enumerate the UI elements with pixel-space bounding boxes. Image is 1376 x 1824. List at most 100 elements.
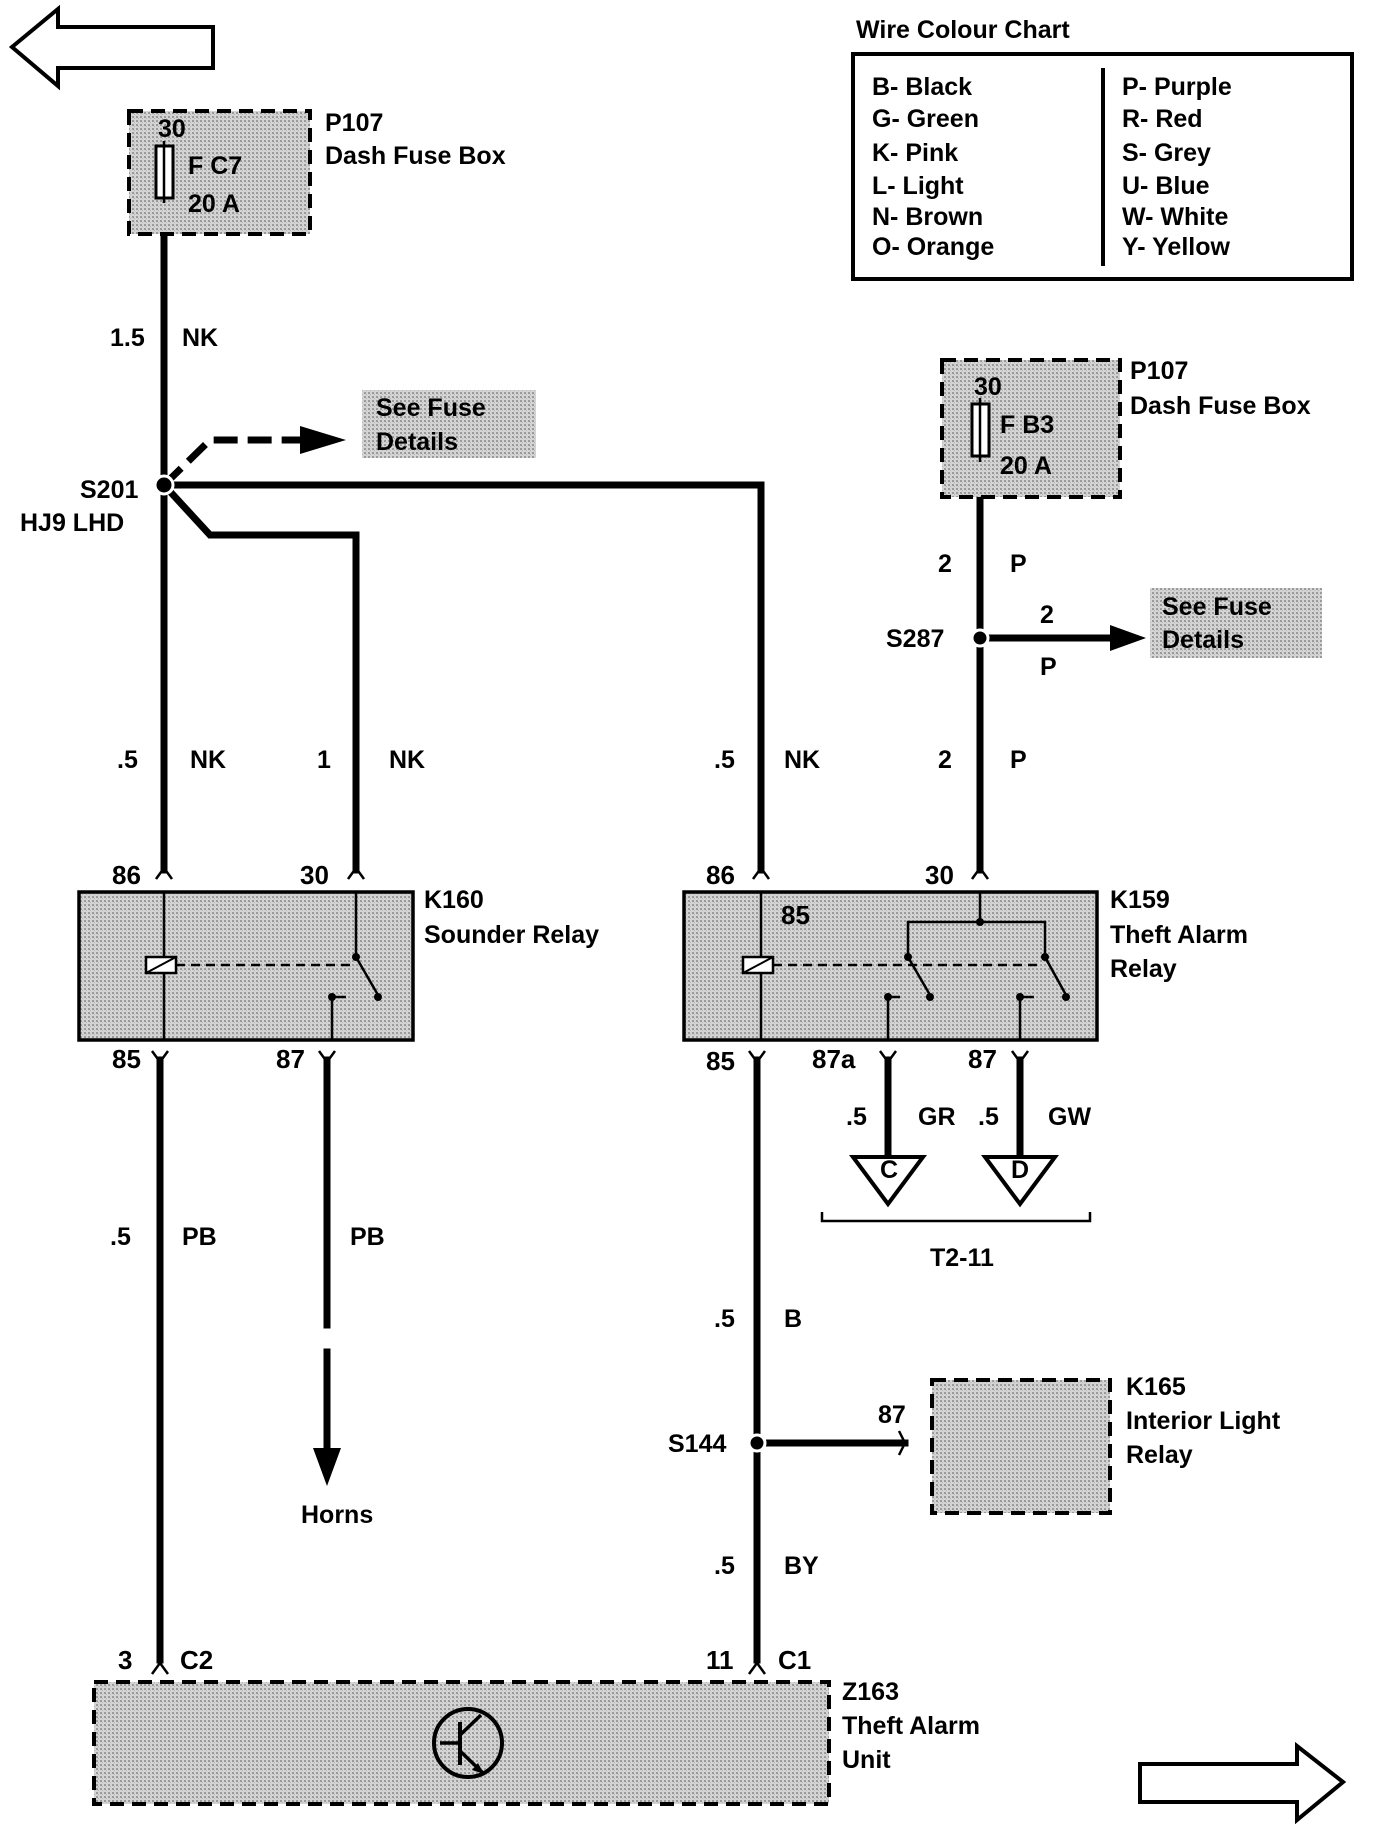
- wire-color: NK: [389, 746, 425, 774]
- wire-color: NK: [182, 324, 218, 352]
- wire-color: P: [1010, 550, 1027, 578]
- colour-entry: G- Green: [872, 105, 979, 133]
- see-fuse-details-1[interactable]: See Fuse Details: [362, 390, 536, 458]
- splice-id: S201: [80, 476, 138, 504]
- pin-label: 86: [112, 860, 141, 890]
- see-fuse-line1: See Fuse: [1162, 593, 1272, 621]
- wire-color: PB: [182, 1223, 217, 1251]
- colour-entry: W- White: [1122, 203, 1229, 231]
- component-id: K159: [1110, 886, 1170, 914]
- wire-color: NK: [190, 746, 226, 774]
- pin-label: 11: [706, 1645, 734, 1675]
- colour-entry: Y- Yellow: [1122, 233, 1230, 261]
- see-fuse-arrow-icon: [300, 426, 346, 454]
- pin-label: 85: [781, 900, 810, 930]
- splice-s144: [747, 1433, 767, 1453]
- next-page-arrow-icon[interactable]: [1138, 1741, 1347, 1824]
- colour-chart-title: Wire Colour Chart: [856, 16, 1070, 44]
- fuse-pin: 30: [974, 373, 1002, 401]
- component-name: Unit: [842, 1746, 891, 1774]
- pin-label: 30: [925, 860, 954, 890]
- colour-entry: R- Red: [1122, 105, 1203, 133]
- splice-id: S287: [886, 625, 944, 653]
- wire-size: 2: [938, 746, 952, 774]
- see-fuse-details-2[interactable]: See Fuse Details: [1150, 588, 1322, 658]
- component-id: Z163: [842, 1678, 899, 1706]
- horns-arrow-icon: [313, 1448, 341, 1486]
- wire-color: GW: [1048, 1103, 1091, 1131]
- wire-size: 1.5: [110, 324, 145, 352]
- component-name: Relay: [1110, 955, 1177, 983]
- connector-letter: C: [880, 1156, 898, 1184]
- pin-label: 3: [118, 1645, 132, 1675]
- pin-label: 85: [112, 1044, 141, 1074]
- fuse-number: F B3: [1000, 411, 1054, 439]
- fuse-number: F C7: [188, 152, 242, 180]
- pin-label: 87: [968, 1044, 997, 1074]
- fuse-rating: 20 A: [1000, 452, 1052, 480]
- wire-colour-chart: Wire Colour Chart B- Black G- Green K- P…: [851, 16, 1354, 281]
- component-name: Theft Alarm: [842, 1712, 980, 1740]
- horns-label: Horns: [301, 1501, 373, 1529]
- wire-color: B: [784, 1305, 802, 1333]
- splice-note: HJ9 LHD: [20, 509, 124, 537]
- wires: [156, 231, 1114, 1664]
- splice-s201: [153, 474, 175, 496]
- relay-k160: 86 30 85 87 K160 Sounder Relay: [77, 860, 599, 1074]
- component-name: Sounder Relay: [424, 921, 599, 949]
- connector-letter: D: [1011, 1156, 1029, 1184]
- wire-size: .5: [117, 746, 138, 774]
- colour-entry: O- Orange: [872, 233, 994, 261]
- splice-s287: [970, 628, 990, 648]
- component-name: Relay: [1126, 1441, 1193, 1469]
- wire-color: P: [1040, 653, 1057, 681]
- fuse-box-name: Dash Fuse Box: [325, 142, 506, 170]
- wire-size: .5: [714, 1552, 735, 1580]
- fuse-box-id: P107: [325, 109, 383, 137]
- connector-group-label: T2-11: [930, 1244, 994, 1272]
- wire-color: GR: [918, 1103, 956, 1131]
- fuse-box-name: Dash Fuse Box: [1130, 392, 1311, 420]
- see-fuse-arrow-icon: [1110, 625, 1146, 651]
- wire-size: 2: [1040, 601, 1054, 629]
- wire-size: .5: [714, 1305, 735, 1333]
- theft-alarm-unit-z163: 3 C2 11 C1 Z163 Theft Alarm Unit: [92, 1645, 980, 1806]
- relay-k159: 86 30 85 85 87a 87 K159 Theft Alarm Rela…: [682, 860, 1248, 1076]
- pin-label: 87: [878, 1401, 906, 1429]
- wire-size: 2: [938, 550, 952, 578]
- pin-label: 30: [300, 860, 329, 890]
- transistor-icon: [432, 1707, 504, 1779]
- fuse-pin: 30: [158, 115, 186, 143]
- see-fuse-line2: Details: [1162, 626, 1244, 654]
- connector-d: D: [981, 1155, 1059, 1208]
- fuse-box-id: P107: [1130, 357, 1188, 385]
- see-fuse-line1: See Fuse: [376, 394, 486, 422]
- colour-entry: K- Pink: [872, 139, 958, 167]
- connector-label: C1: [778, 1645, 811, 1675]
- component-name: Interior Light: [1126, 1407, 1281, 1435]
- fuse-rating: 20 A: [188, 190, 240, 218]
- pin-label: 87: [276, 1044, 305, 1074]
- component-id: K165: [1126, 1373, 1186, 1401]
- connector-label: C2: [180, 1645, 213, 1675]
- pin-label: 87a: [812, 1044, 856, 1074]
- colour-entry: U- Blue: [1122, 172, 1210, 200]
- splice-id: S144: [668, 1430, 726, 1458]
- wire-size: .5: [714, 746, 735, 774]
- prev-page-arrow-icon[interactable]: [8, 4, 215, 91]
- colour-entry: L- Light: [872, 172, 964, 200]
- pin-label: 85: [706, 1046, 735, 1076]
- wire-size: .5: [978, 1103, 999, 1131]
- wire-color: BY: [784, 1552, 819, 1580]
- wire-labels: 1.5 NK .5 NK 1 NK .5 NK 2 P 2 P 2 P .5 P…: [110, 324, 1091, 1580]
- wire-size: .5: [110, 1223, 131, 1251]
- component-name: Theft Alarm: [1110, 921, 1248, 949]
- wire-color: NK: [784, 746, 820, 774]
- component-id: K160: [424, 886, 484, 914]
- connector-c: C: [849, 1155, 927, 1208]
- fuse-box-p107-c7: 30 F C7 20 A P107 Dash Fuse Box: [127, 109, 506, 236]
- colour-entry: B- Black: [872, 73, 972, 101]
- wire-size: 1: [317, 746, 331, 774]
- wire-color: PB: [350, 1223, 385, 1251]
